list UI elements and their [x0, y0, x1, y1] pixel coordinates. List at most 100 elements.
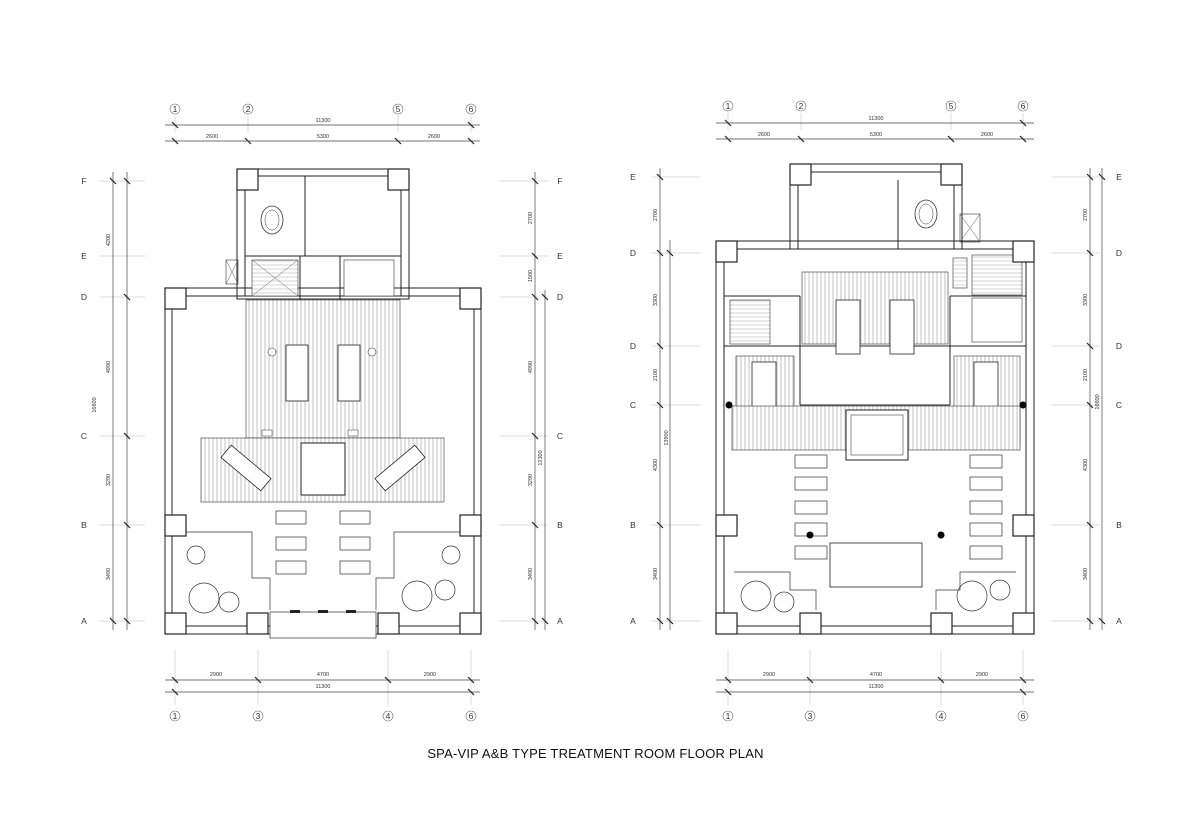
plan-a-bottom-axis-label: 6 — [469, 711, 474, 721]
plan-b-top-axis-label: 5 — [949, 101, 954, 111]
plan-b-marker — [937, 531, 945, 539]
plan-a-lounger — [220, 444, 272, 492]
plan-b-row-axis-label: D — [630, 248, 636, 258]
plan-b-row-axis-label: D — [1116, 341, 1122, 351]
plan-b-dim-overall-left: 13900 — [664, 430, 670, 445]
plan-b-marker — [806, 531, 814, 539]
plan-b-bathtub — [914, 199, 938, 229]
plan-b-dim-overall-top: 11300 — [869, 116, 884, 122]
plan-a-dim-span: 2900 — [210, 672, 222, 678]
plan-b-pool — [845, 409, 909, 461]
plan-b-dim-span: 2600 — [981, 132, 993, 138]
plan-b-tree — [956, 580, 988, 612]
plan-a-bottom-axis-label: 3 — [256, 711, 261, 721]
plan-b-bottom-axis-label: 3 — [808, 711, 813, 721]
plan-b-top-axis-label: 6 — [1021, 101, 1026, 111]
plan-a-top-axis-label: 1 — [173, 104, 178, 114]
plan-b-axis-bubble — [804, 710, 816, 722]
plan-b-bottom-axis-label: 6 — [1021, 711, 1026, 721]
plan-b-top-axis-label: 2 — [799, 101, 804, 111]
plan-b-dim-row: 3300 — [653, 294, 659, 306]
plan-a-dim-overall-left: 16600 — [92, 397, 98, 412]
plan-b-jacuzzi — [829, 542, 923, 588]
plan-a-dim-row: 1500 — [528, 270, 534, 282]
plan-a-dim-row: 3490 — [528, 568, 534, 580]
plan-a-row-axis-label: B — [557, 520, 563, 530]
plan-a-tree — [188, 582, 220, 614]
plan-a-dim-span: 2600 — [206, 134, 218, 140]
plan-a-dim-span: 5300 — [317, 134, 329, 140]
plan-a-dim-row: 4990 — [528, 361, 534, 373]
plan-a-walls — [164, 168, 482, 635]
plan-b-columns — [715, 163, 1035, 635]
plan-a-entry — [269, 611, 377, 639]
plan-a-dim-row: 4200 — [106, 234, 112, 246]
plan-a-top-axis-label: 2 — [246, 104, 251, 114]
plan-b-lounger — [751, 361, 777, 415]
plan-b-axis-bubble — [1017, 100, 1029, 112]
plan-a-dim-span: 2600 — [428, 134, 440, 140]
plan-b-stepping-stones — [794, 454, 1003, 560]
plan-b-dimension-lines — [659, 122, 1103, 693]
plan-a-row-axis-label: A — [81, 616, 87, 626]
plan-a-bottom-axis-label: 1 — [173, 711, 178, 721]
plan-a-gridlines — [100, 115, 548, 705]
plan-a-row-axis-label: E — [557, 251, 563, 261]
plan-b-tree — [989, 579, 1011, 601]
plan-b-dim-span: 2900 — [976, 672, 988, 678]
plan-a: 1 2 5 6 1 3 4 6 F E D C B A F E D C B A … — [81, 103, 563, 722]
plan-a-dim-row: 3490 — [106, 568, 112, 580]
plan-b-treatment-room — [801, 271, 949, 345]
plan-b-steam-room — [729, 299, 771, 345]
plan-b-marker — [1019, 401, 1027, 409]
plan-a-axis-bubble — [252, 710, 264, 722]
plan-a-tree — [434, 579, 456, 601]
plan-a-treatment-room — [245, 299, 401, 439]
plan-a-dim-overall-right: 12300 — [538, 450, 544, 465]
plan-a-massage-bed — [337, 344, 361, 402]
plan-b-bottom-axis-label: 1 — [726, 711, 731, 721]
plan-b-wc — [971, 297, 1023, 343]
plan-a-dim-overall-top: 11300 — [316, 118, 331, 124]
plan-b-walls — [715, 163, 1035, 635]
plan-b-dim-span: 2600 — [758, 132, 770, 138]
plan-a-dim-span: 4700 — [317, 672, 329, 678]
plan-a-axis-bubble — [465, 103, 477, 115]
plan-b-axis-bubble — [945, 100, 957, 112]
plan-b-axis-bubble — [722, 100, 734, 112]
plan-b-dim-row: 3300 — [1083, 294, 1089, 306]
plan-a-row-axis-label: C — [81, 431, 87, 441]
plan-b-dim-row: 2100 — [653, 369, 659, 381]
plan-a-dim-row: 2700 — [528, 212, 534, 224]
plan-a-tree — [441, 545, 461, 565]
plan-a-axis-bubble — [169, 103, 181, 115]
plan-a-top-axis-label: 5 — [396, 104, 401, 114]
plan-b-row-axis-label: A — [630, 616, 636, 626]
plan-a-axis-bubble — [382, 710, 394, 722]
plan-a-dim-row: 4990 — [106, 361, 112, 373]
plan-b-marker — [725, 401, 733, 409]
plan-b-row-axis-label: C — [630, 400, 636, 410]
plan-a-row-axis-label: E — [81, 251, 87, 261]
plan-b-tree — [773, 591, 795, 613]
plan-b: 1 2 5 6 1 3 4 6 E D D C B A E D D C B A … — [630, 100, 1122, 722]
plan-b-tree — [740, 580, 772, 612]
plan-b-row-axis-label: D — [1116, 248, 1122, 258]
plan-a-axis-bubble — [392, 103, 404, 115]
plan-a-row-axis-label: B — [81, 520, 87, 530]
plan-b-dim-row: 2700 — [1083, 209, 1089, 221]
plan-b-dimension-ticks — [656, 119, 1106, 696]
plan-b-massage-bed — [835, 299, 861, 355]
plan-a-stepping-stones — [275, 510, 371, 575]
plan-b-row-axis-label: A — [1116, 616, 1122, 626]
plan-a-dimension-lines — [112, 124, 546, 693]
plan-b-dim-span: 2900 — [763, 672, 775, 678]
plan-a-wc — [343, 259, 395, 297]
plan-b-dim-row: 4300 — [653, 459, 659, 471]
plan-b-dim-row: 2100 — [1083, 369, 1089, 381]
plan-b-row-axis-label: B — [630, 520, 636, 530]
plan-a-tree — [401, 580, 433, 612]
plan-b-dim-row: 4300 — [1083, 459, 1089, 471]
plan-a-massage-bed — [285, 344, 309, 402]
